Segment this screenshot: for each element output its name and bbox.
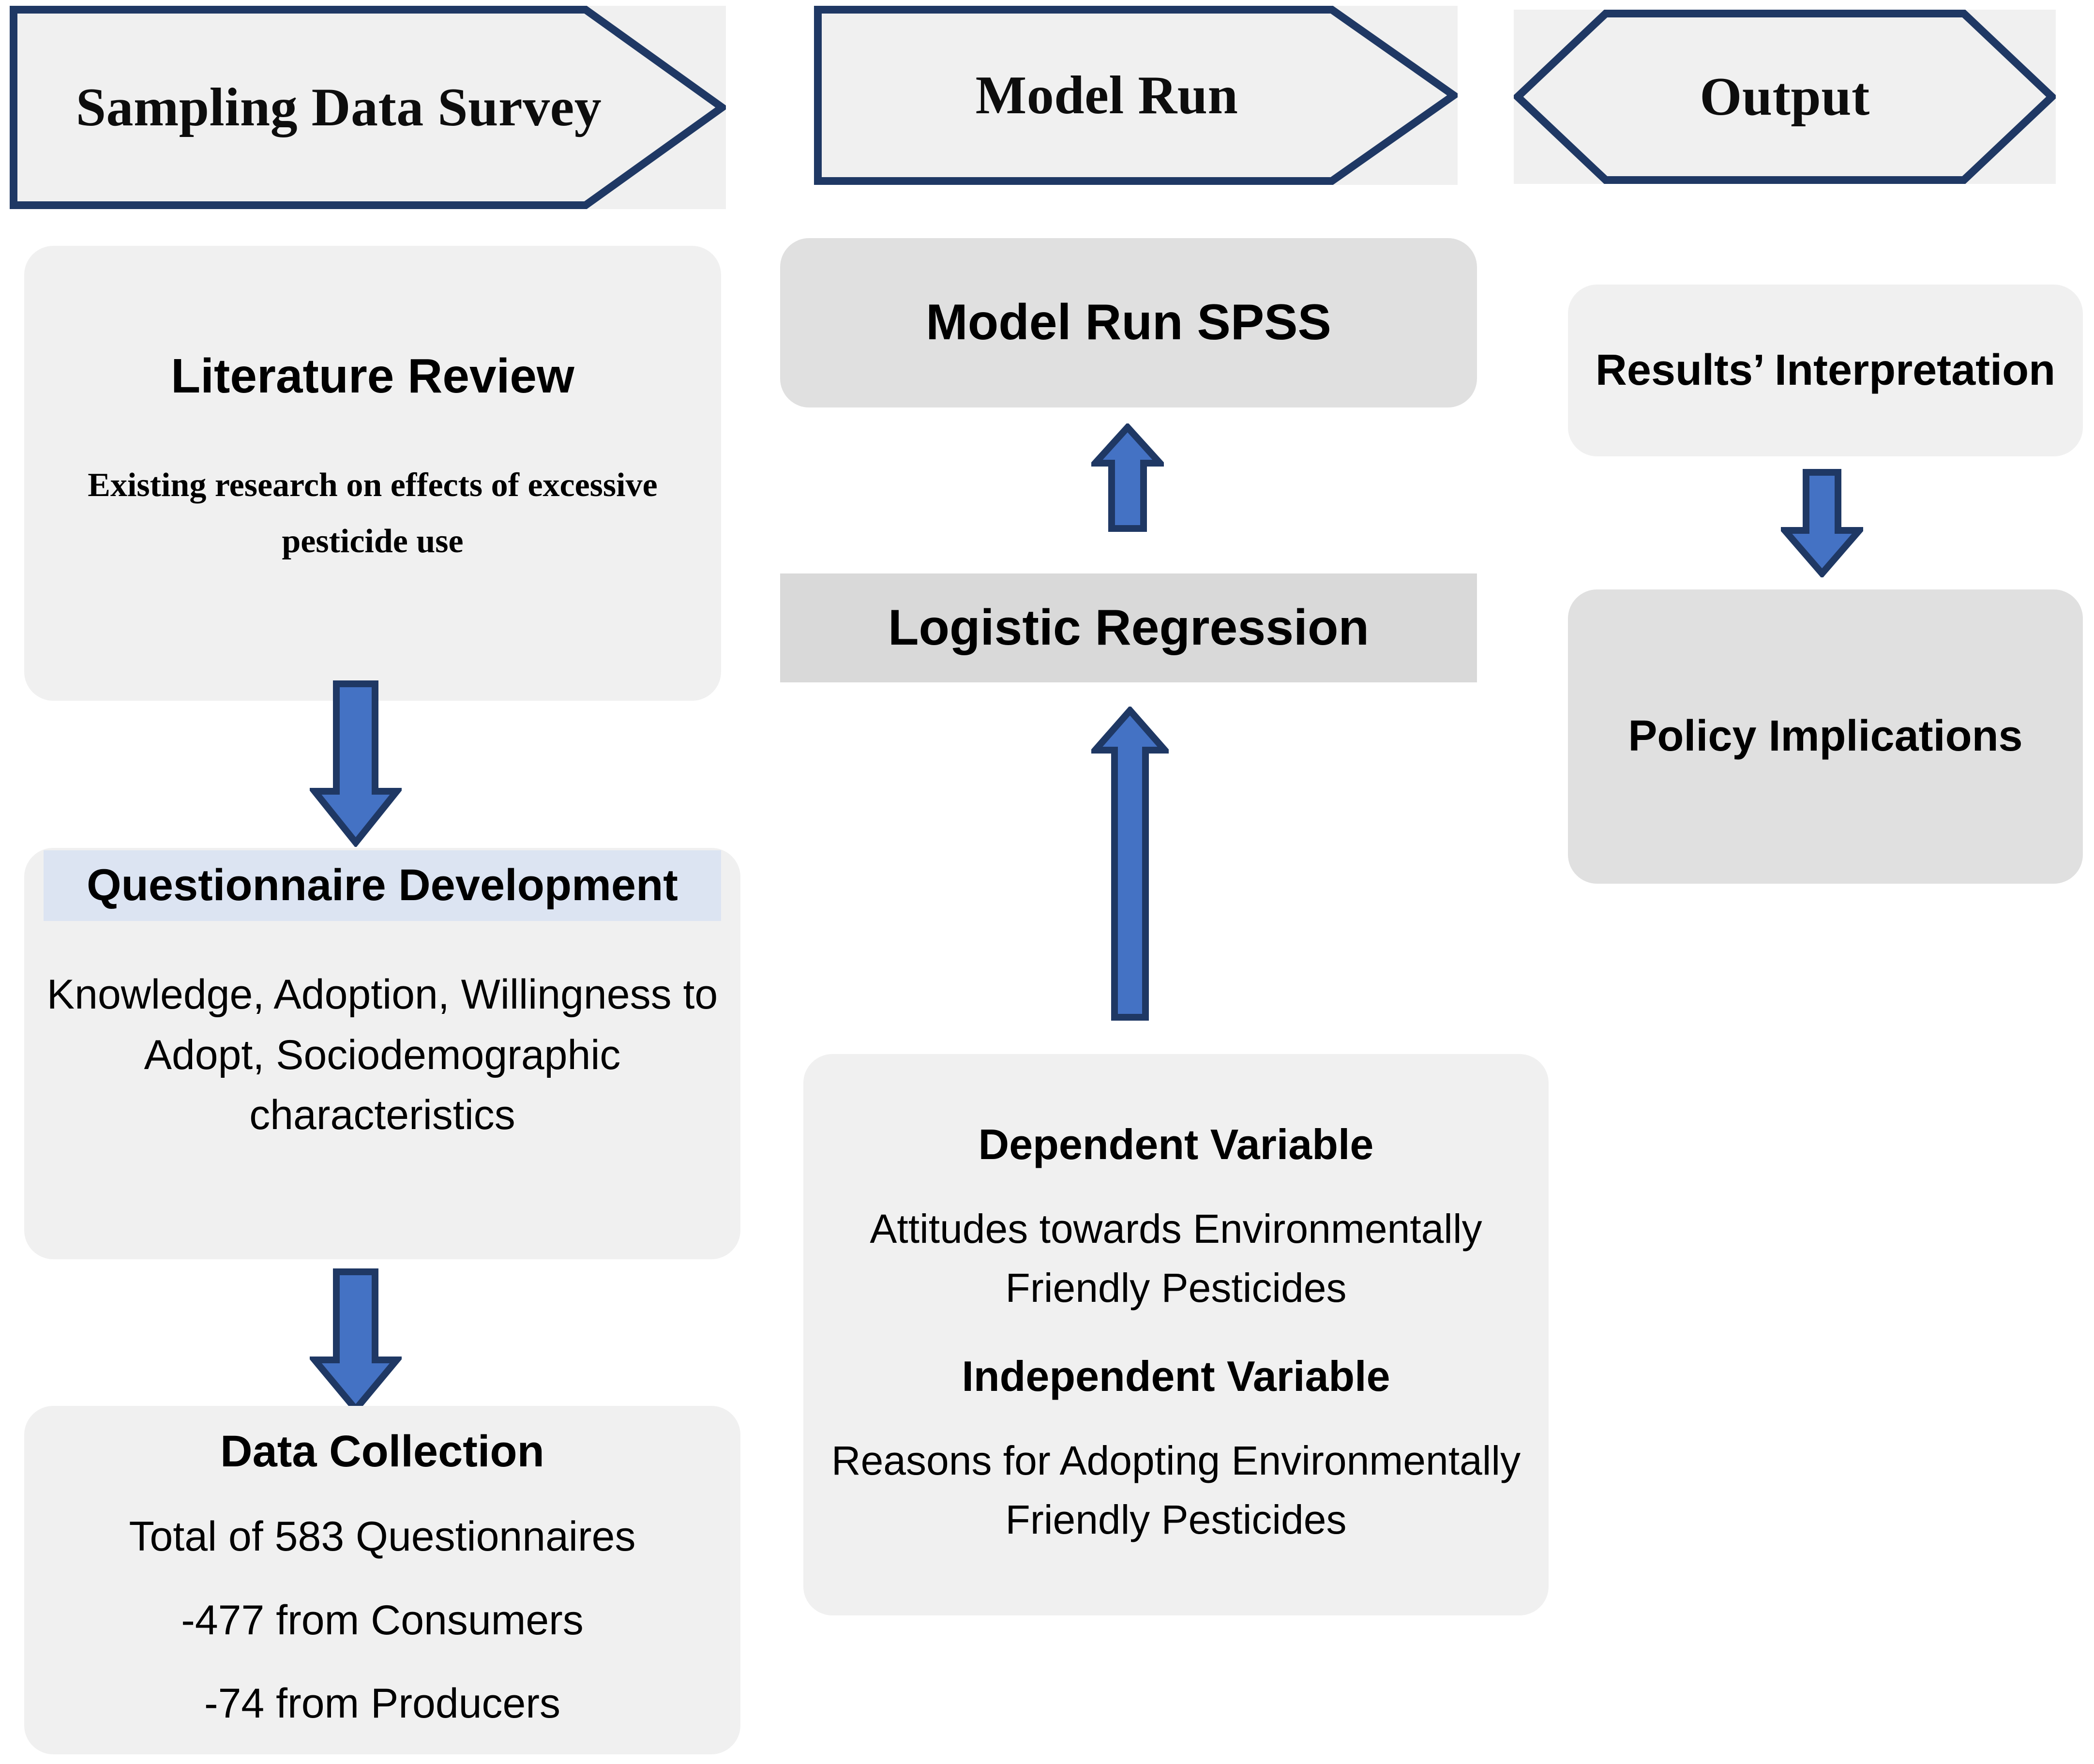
arrow-logistic-to-model-run-spss	[1091, 423, 1164, 532]
header-banner-model-run: Model Run	[814, 6, 1458, 185]
data-collection-consumers: -477 from Consumers	[181, 1597, 584, 1643]
header-label-sampling-data-survey: Sampling Data Survey	[75, 77, 602, 137]
card-logistic-regression: Logistic Regression	[780, 573, 1477, 682]
arrow-down-icon	[310, 680, 402, 847]
card-results-interpretation: Results’ Interpretation	[1568, 285, 2083, 456]
data-collection-total: Total of 583 Questionnaires	[129, 1513, 636, 1560]
card-data-collection: Data Collection Total of 583 Questionnai…	[24, 1406, 740, 1754]
literature-review-body: Existing research on effects of excessiv…	[88, 467, 658, 560]
independent-variable-body: Reasons for Adopting Environmentally Fri…	[831, 1438, 1521, 1542]
dependent-variable-body: Attitudes towards Environmentally Friend…	[870, 1206, 1482, 1311]
card-literature-review: Literature Review Existing research on e…	[24, 246, 721, 701]
header-label-output: Output	[1700, 66, 1870, 127]
arrow-results-to-policy	[1781, 468, 1863, 577]
results-interpretation-title: Results’ Interpretation	[1595, 346, 2056, 394]
dependent-variable-title: Dependent Variable	[978, 1120, 1374, 1169]
policy-implications-title: Policy Implications	[1628, 712, 2023, 761]
header-banner-sampling-data-survey: Sampling Data Survey	[10, 6, 726, 209]
logistic-regression-title: Logistic Regression	[888, 599, 1369, 656]
model-run-spss-title: Model Run SPSS	[926, 294, 1331, 351]
hexagon-shape	[1514, 10, 2056, 184]
card-policy-implications: Policy Implications	[1568, 589, 2083, 884]
data-collection-producers: -74 from Producers	[204, 1680, 561, 1727]
arrow-down-icon	[310, 1268, 402, 1413]
header-banner-output: Output	[1514, 10, 2056, 184]
arrow-up-icon	[1091, 707, 1169, 1021]
questionnaire-development-title: Questionnaire Development	[44, 850, 721, 921]
chevron-right-shape	[814, 6, 1458, 185]
arrow-variables-to-logistic	[1091, 707, 1169, 1021]
arrow-up-icon	[1091, 423, 1164, 532]
arrow-questionnaire-to-data-collection	[310, 1268, 402, 1413]
header-label-model-run: Model Run	[975, 65, 1238, 125]
arrow-down-icon	[1781, 469, 1863, 577]
card-model-run-spss: Model Run SPSS	[780, 238, 1477, 407]
chevron-right-shape	[10, 6, 726, 209]
arrow-literature-to-questionnaire	[310, 680, 402, 847]
questionnaire-development-body: Knowledge, Adoption, Willingness to Adop…	[46, 971, 718, 1139]
card-questionnaire-development: Questionnaire Development Knowledge, Ado…	[24, 848, 740, 1259]
literature-review-title: Literature Review	[171, 349, 574, 403]
card-variables: Dependent Variable Attitudes towards Env…	[803, 1054, 1549, 1615]
independent-variable-title: Independent Variable	[962, 1352, 1390, 1400]
data-collection-title: Data Collection	[220, 1427, 544, 1477]
